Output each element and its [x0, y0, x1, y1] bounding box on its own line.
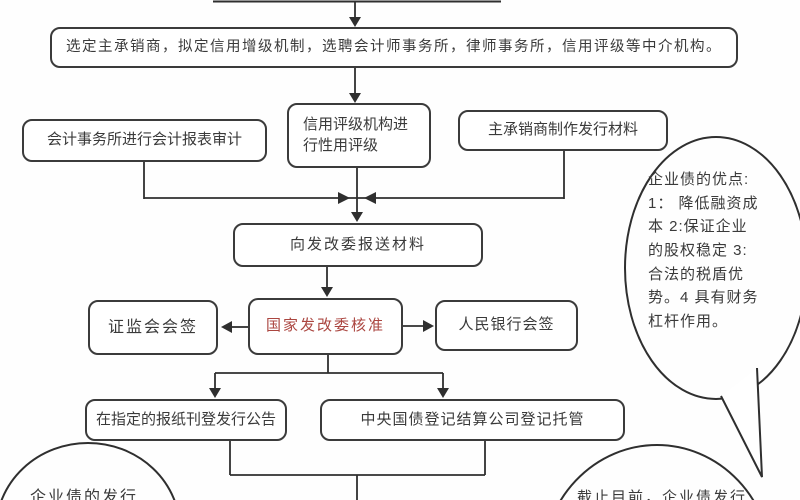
flow-node-select-intermediaries: 选定主承销商，拟定信用增级机制，选聘会计师事务所，律师事务所，信用评级等中介机构… — [50, 27, 738, 68]
callout-bubble-shape — [624, 136, 800, 400]
flow-node-registration: 中央国债登记结算公司登记托管 — [320, 399, 625, 441]
flow-node-announcement: 在指定的报纸刊登发行公告 — [85, 399, 287, 441]
issuance-ellipse-label: 企业债的发行 — [30, 489, 139, 500]
flow-node-csrc-countersign: 证监会会签 — [88, 300, 218, 355]
flow-node-audit: 会计事务所进行会计报表审计 — [22, 119, 267, 162]
status-ellipse-label: 截止目前，企业债发行 — [577, 489, 748, 500]
flow-node-ndrc-approval: 国家发改委核准 — [248, 298, 403, 355]
status-ellipse — [559, 444, 755, 500]
flow-node-materials: 主承销商制作发行材料 — [458, 110, 668, 151]
callout-bubble-tail — [720, 367, 763, 478]
callout-advantages-text: 企业债的优点: 1： 降低融资成 本 2:保证企业 的股权稳定 3: 合法的税盾… — [648, 171, 759, 331]
flow-node-submit-ndrc: 向发改委报送材料 — [233, 223, 483, 267]
issuance-ellipse — [0, 442, 176, 500]
flow-node-pboc-countersign: 人民银行会签 — [435, 300, 578, 351]
flow-node-credit-rating: 信用评级机构进 行性用评级 — [287, 103, 431, 168]
